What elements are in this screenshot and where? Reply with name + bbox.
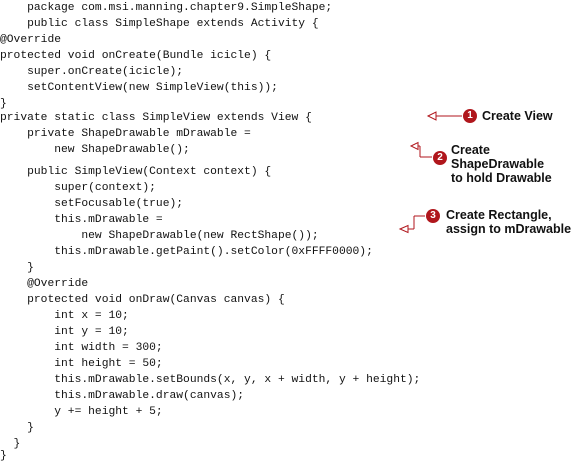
code-line: } (0, 438, 21, 450)
code-line: this.mDrawable = (0, 214, 163, 226)
code-line: public class SimpleShape extends Activit… (0, 18, 319, 30)
code-line: protected void onDraw(Canvas canvas) { (0, 294, 285, 306)
code-line: int y = 10; (0, 326, 129, 338)
callout-1-label: Create View (482, 109, 553, 123)
code-line: new ShapeDrawable(new RectShape()); (0, 230, 319, 242)
code-line: int x = 10; (0, 310, 129, 322)
code-line: } (0, 450, 7, 462)
callout-1-arrow (426, 111, 462, 121)
code-line: protected void onCreate(Bundle icicle) { (0, 50, 272, 62)
code-line: private ShapeDrawable mDrawable = (0, 128, 251, 140)
code-line: y += height + 5; (0, 406, 163, 418)
callout-3-label: Create Rectangle, assign to mDrawable (446, 208, 571, 236)
code-line: } (0, 98, 7, 110)
callout-3-line: Create Rectangle, (446, 208, 552, 222)
callout-3-line: assign to mDrawable (446, 222, 572, 236)
code-line: this.mDrawable.draw(canvas); (0, 390, 245, 402)
code-line: this.mDrawable.setBounds(x, y, x + width… (0, 374, 421, 386)
code-line: int height = 50; (0, 358, 163, 370)
code-line: super.onCreate(icicle); (0, 66, 184, 78)
callout-2-line: Create ShapeDrawable (451, 143, 545, 171)
code-line: public SimpleView(Context context) { (0, 166, 272, 178)
code-line: } (0, 422, 34, 434)
code-line: package com.msi.manning.chapter9.SimpleS… (0, 2, 333, 14)
code-line: setContentView(new SimpleView(this)); (0, 82, 278, 94)
code-line: } (0, 262, 34, 274)
callout-1-badge: 1 (463, 109, 477, 123)
callout-3-arrow (398, 215, 425, 234)
callout-2-line: to hold Drawable (451, 171, 552, 185)
callout-2-arrow (409, 141, 432, 158)
code-line: this.mDrawable.getPaint().setColor(0xFFF… (0, 246, 373, 258)
code-line: super(context); (0, 182, 156, 194)
callout-2-badge: 2 (433, 151, 447, 165)
callout-3-badge: 3 (426, 209, 440, 223)
code-line: @Override (0, 34, 62, 46)
code-line: setFocusable(true); (0, 198, 184, 210)
callout-1-line: Create View (482, 109, 553, 123)
code-line: @Override (0, 278, 89, 290)
code-line: new ShapeDrawable(); (0, 144, 190, 156)
callout-arrows (398, 111, 462, 234)
callout-2-label: Create ShapeDrawable to hold Drawable (451, 143, 575, 185)
code-line: int width = 300; (0, 342, 163, 354)
code-line: private static class SimpleView extends … (0, 112, 312, 124)
